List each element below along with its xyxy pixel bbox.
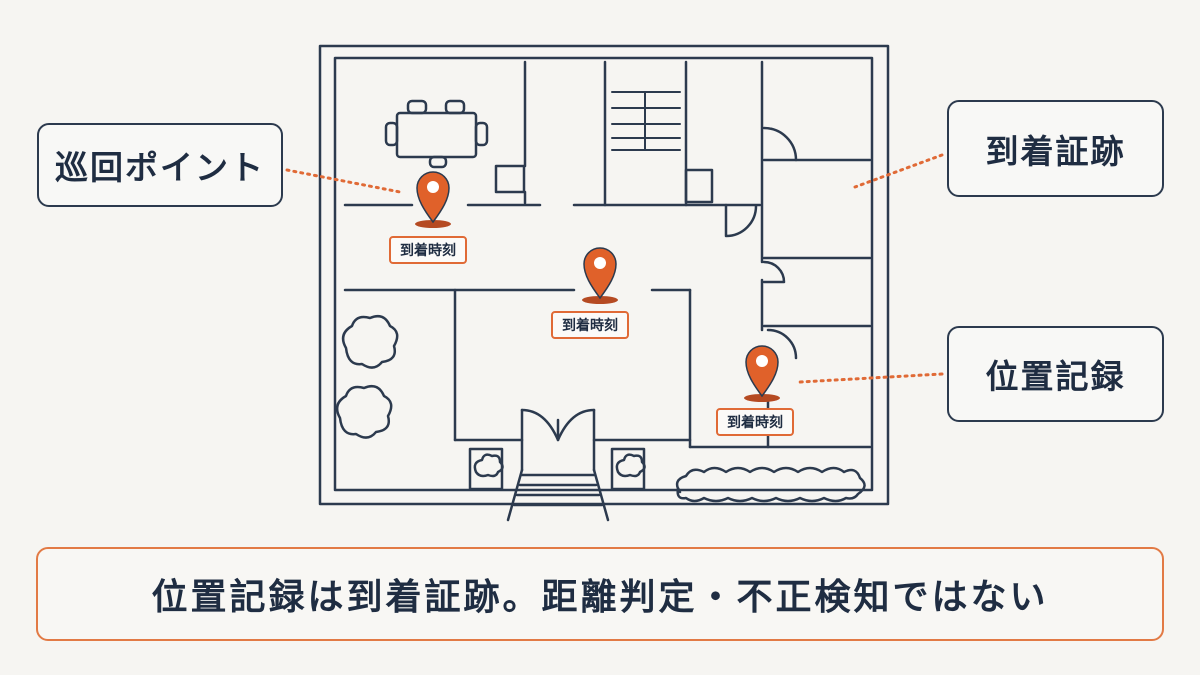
hedge: [675, 466, 866, 503]
stairs-icon: [611, 91, 681, 151]
interior-walls: [343, 60, 872, 449]
door-icon: [494, 126, 798, 360]
tree-icon: [335, 315, 399, 439]
location-pin-icon: [744, 345, 780, 402]
location-pin-icon: [415, 171, 451, 228]
connector-lines: [285, 153, 944, 384]
callout-arrival-proof: 到着証跡: [947, 100, 1164, 197]
callout-patrol-point: 巡回ポイント: [37, 123, 283, 207]
pin-time-label-2: 到着時刻: [551, 311, 629, 339]
inner-wall: [333, 56, 874, 492]
location-pin-icon: [582, 247, 618, 304]
pin-time-label-1: 到着時刻: [389, 236, 467, 264]
table-icon: [384, 99, 489, 169]
pin-time-label-3: 到着時刻: [716, 408, 794, 436]
callout-position-record: 位置記録: [947, 326, 1164, 422]
summary-banner: 位置記録は到着証跡。距離判定・不正検知ではない: [36, 547, 1164, 641]
entrance: [506, 408, 610, 522]
shrub-icon: [468, 447, 646, 491]
